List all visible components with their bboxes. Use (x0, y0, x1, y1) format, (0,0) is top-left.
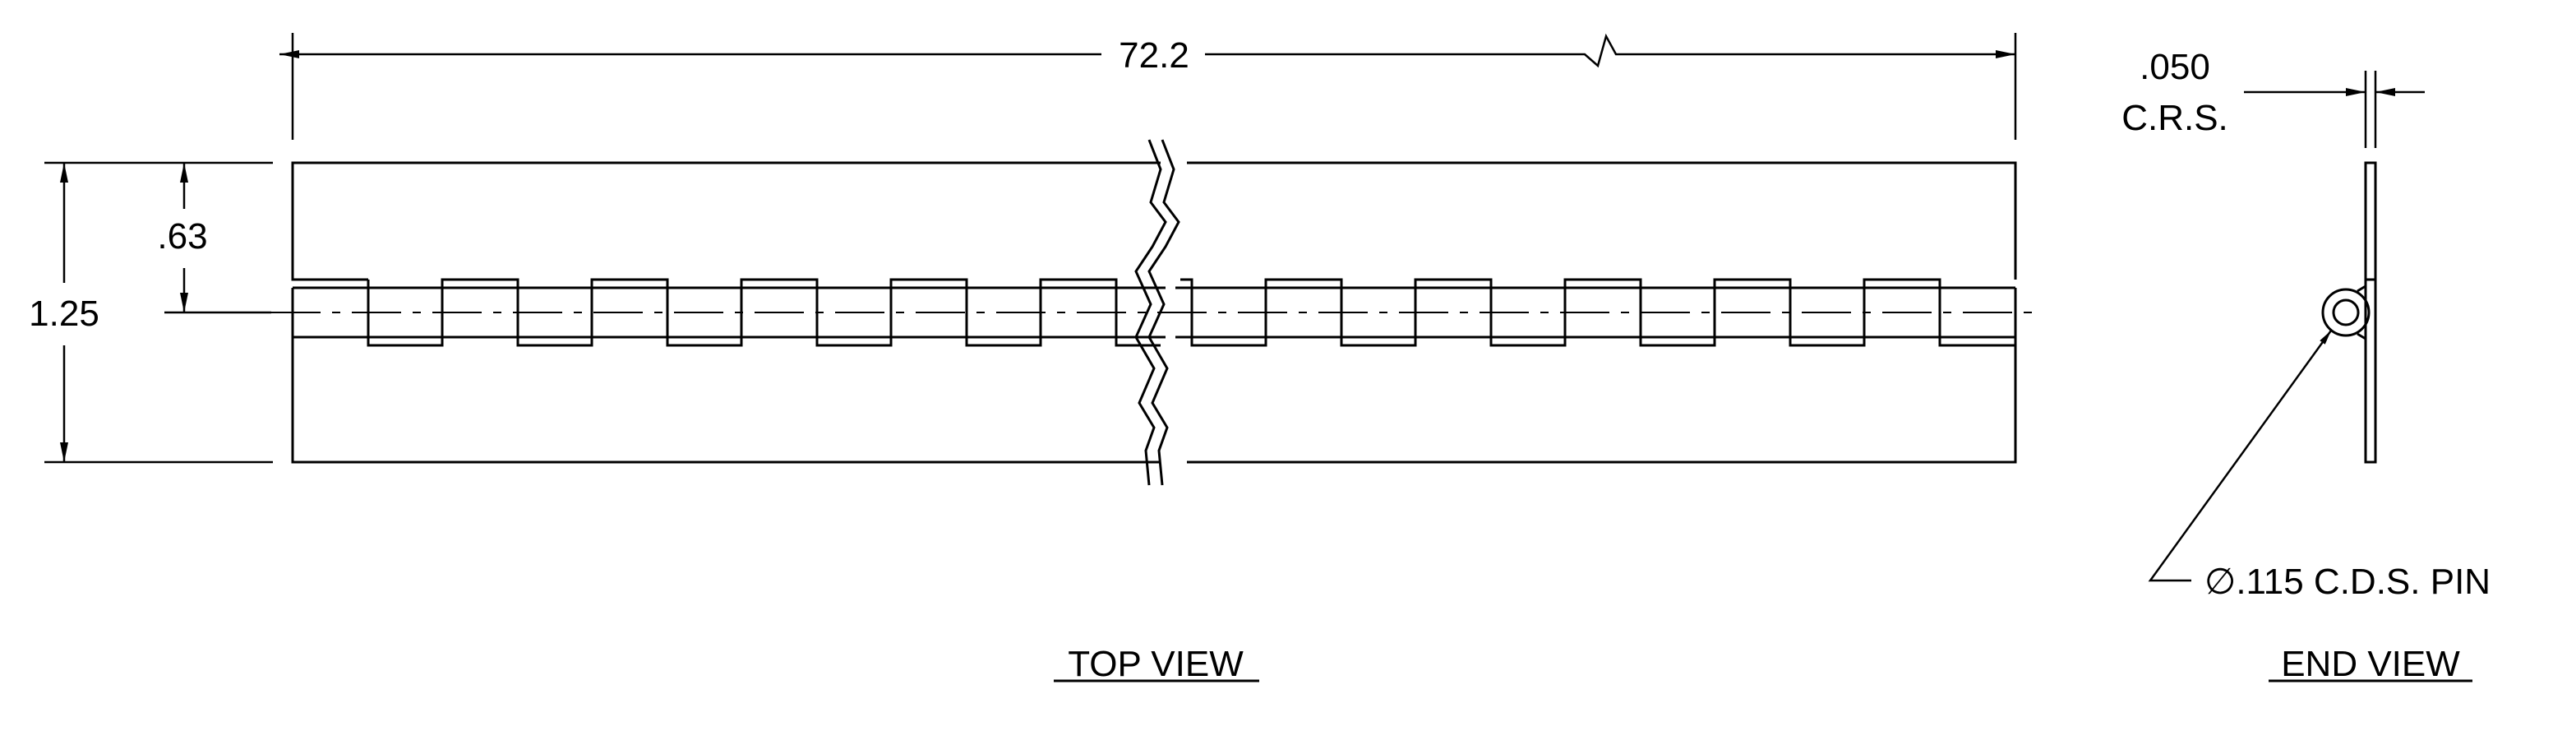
break-line-left (1134, 139, 1167, 486)
pin-circle (2332, 298, 2360, 326)
thickness-spec-label: C.R.S. (2121, 98, 2228, 138)
width-label-bg (16, 288, 107, 337)
thickness-value-label: .050 (2140, 47, 2210, 87)
knuckle-wave-right (1180, 278, 2017, 347)
top-view (271, 139, 2038, 486)
end-view-knuckle-joint (2357, 285, 2366, 340)
length-dim-line-right (1205, 33, 2015, 68)
pin-knuckle-outer (2321, 288, 2371, 337)
knuckle-offset-dimension (164, 163, 271, 314)
knuckle-offset-label: .63 (157, 216, 207, 257)
pin-callout-label: ∅.115 C.D.S. PIN (2204, 562, 2491, 602)
pin-leader (2148, 330, 2333, 582)
lower-leaf-outline (291, 337, 2017, 464)
pin-leader-line (2148, 330, 2333, 582)
end-view (2321, 161, 2377, 464)
overall-width-dimension (44, 161, 273, 464)
thickness-dimension (2244, 71, 2425, 148)
overall-length-dimension (279, 33, 2017, 140)
overall-length-label: 72.2 (1119, 35, 1189, 76)
length-label-bg (1105, 33, 1203, 76)
top-view-title: TOP VIEW (1068, 644, 1244, 684)
overall-width-label: 1.25 (29, 294, 99, 334)
end-view-title: END VIEW (2281, 644, 2460, 684)
break-line-right (1147, 139, 1180, 486)
end-view-leaf (2364, 161, 2377, 464)
upper-leaf-outline (291, 161, 2017, 281)
knuckle-wave-left (367, 278, 1161, 347)
